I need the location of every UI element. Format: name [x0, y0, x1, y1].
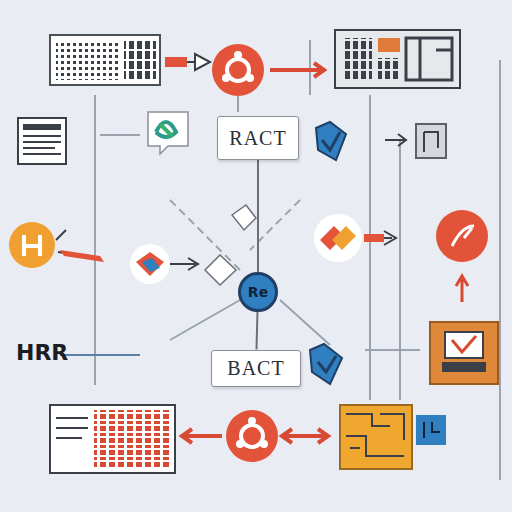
hub-icon	[212, 44, 324, 112]
source-icon	[9, 222, 104, 268]
target-icon	[436, 210, 488, 302]
frame-icon	[385, 124, 446, 158]
small-logo	[130, 244, 198, 284]
list-panel	[18, 118, 66, 164]
grid-panel	[335, 30, 460, 88]
hub-icon	[226, 410, 328, 462]
connector-line	[255, 312, 258, 350]
junction-diamond	[205, 255, 236, 285]
grid-panel	[340, 405, 446, 469]
hub-circle: Re	[238, 272, 278, 312]
node-text: Re	[248, 284, 268, 300]
connector-line	[257, 160, 259, 272]
table-panel	[50, 405, 222, 473]
guide-lines	[60, 40, 500, 480]
node-text: RACT	[229, 127, 286, 150]
process-box: RACT	[217, 116, 299, 160]
merge-icon	[314, 214, 396, 262]
node-text: BACT	[227, 357, 284, 380]
junction-diamond	[232, 205, 256, 230]
monitor-icon	[430, 322, 498, 384]
grid-panel	[50, 35, 210, 85]
logo-label: HRR	[16, 340, 68, 365]
process-box: BACT	[211, 350, 301, 387]
speech-logo	[148, 112, 188, 154]
